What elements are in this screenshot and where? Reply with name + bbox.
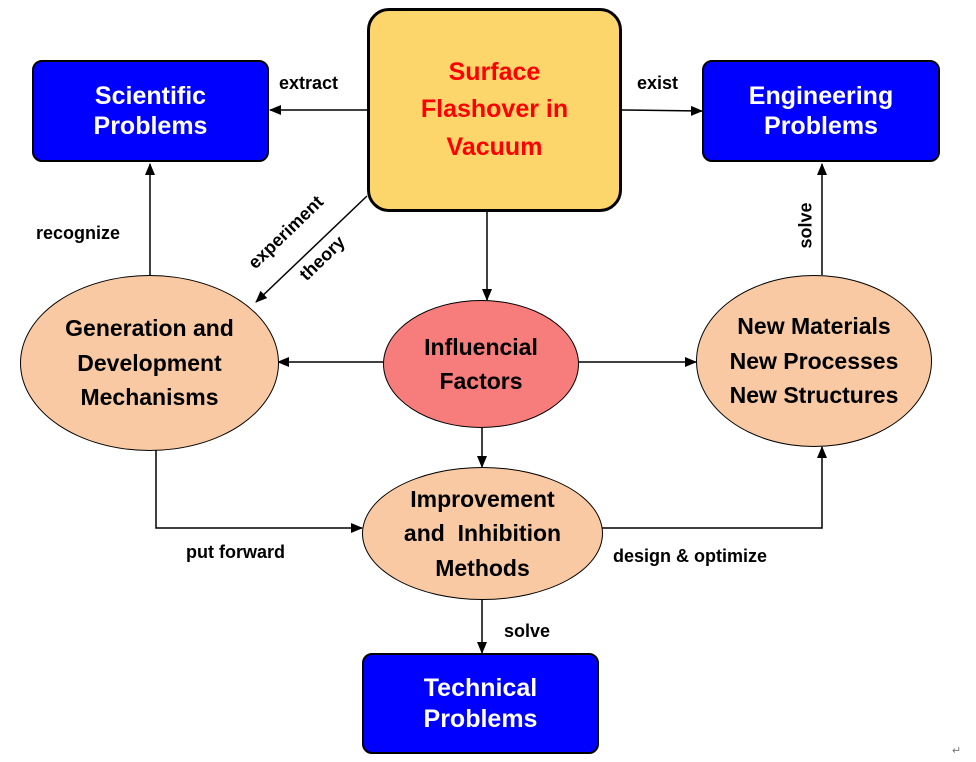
arrow-exist [620,105,703,116]
label-recognize: recognize [36,223,121,243]
improvement-label: Improvement and Inhibition Methods [403,485,562,581]
technical-label: Technical Problems [423,674,538,733]
scientific-problems-node: Scientific Problems [32,60,269,162]
arrow-experiment-theory [255,195,368,303]
influencial-factors-node: Influencial Factors [383,300,579,428]
engineering-problems-node: Engineering Problems [702,60,940,162]
generation-label: Generation and Development Mechanisms [65,315,234,411]
label-solve-eng: solve [795,202,816,249]
center-label: Surface Flashover in Vacuum [420,57,569,161]
improvement-node: Improvement and Inhibition Methods [362,467,603,600]
label-design: design & optimize [613,546,768,566]
paragraph-mark: ↵ [952,745,962,757]
label-solve-tech: solve [504,621,551,641]
technical-problems-node: Technical Problems [362,653,599,754]
new-materials-label: New Materials New Processes New Structur… [729,313,899,409]
engineering-label: Engineering Problems [748,81,894,141]
label-extract: extract [279,73,339,93]
new-materials-node: New Materials New Processes New Structur… [696,275,932,447]
label-exist: exist [637,73,679,93]
arrow-put-forward [155,450,363,533]
generation-node: Generation and Development Mechanisms [20,275,279,451]
arrow-design [602,446,827,529]
label-put-forward: put forward [186,542,285,562]
influencial-label: Influencial Factors [424,333,538,395]
center-node: Surface Flashover in Vacuum [367,8,622,212]
scientific-label: Scientific Problems [93,81,208,141]
